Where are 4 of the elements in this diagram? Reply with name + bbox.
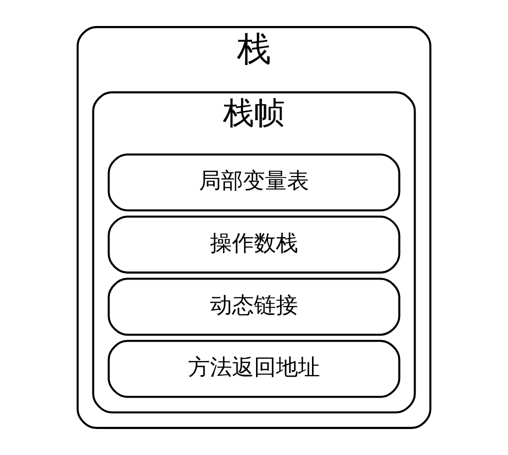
node-box: 局部变量表 [108,153,400,212]
node-box: 操作数栈 [108,216,400,274]
node-box: 动态链接 [108,278,400,336]
node-box: 方法返回地址 [108,340,400,398]
